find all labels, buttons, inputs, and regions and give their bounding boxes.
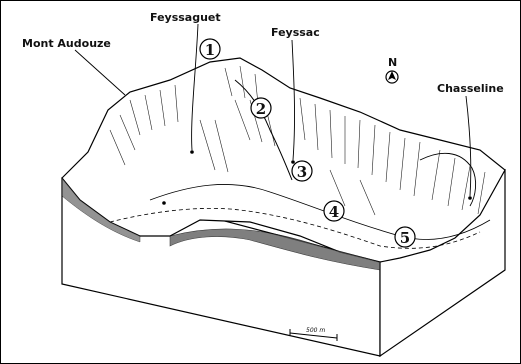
site-number-2: 2 [256,100,266,118]
label-feyssac: Feyssac [271,26,320,39]
north-label: N [388,56,397,69]
site-marker-2: 2 [251,98,271,118]
label-mont-audouze: Mont Audouze [22,37,111,50]
label-feyssaguet: Feyssaguet [150,11,221,24]
feyssac-point [291,160,295,164]
site-number-4: 4 [329,203,339,221]
north-arrow-icon: N [386,56,398,83]
site-marker-5: 5 [395,227,415,247]
chasseline-point [468,196,472,200]
feyssaguet-point [190,150,194,154]
site-marker-1: 1 [200,39,220,59]
left-point [162,201,166,205]
site-number-5: 5 [400,229,410,247]
site-number-3: 3 [297,163,307,181]
site-marker-4: 4 [324,201,344,221]
label-chasseline: Chasseline [437,82,504,95]
site-number-1: 1 [205,41,215,59]
scale-label: 500 m [306,327,325,334]
site-marker-3: 3 [292,161,312,181]
